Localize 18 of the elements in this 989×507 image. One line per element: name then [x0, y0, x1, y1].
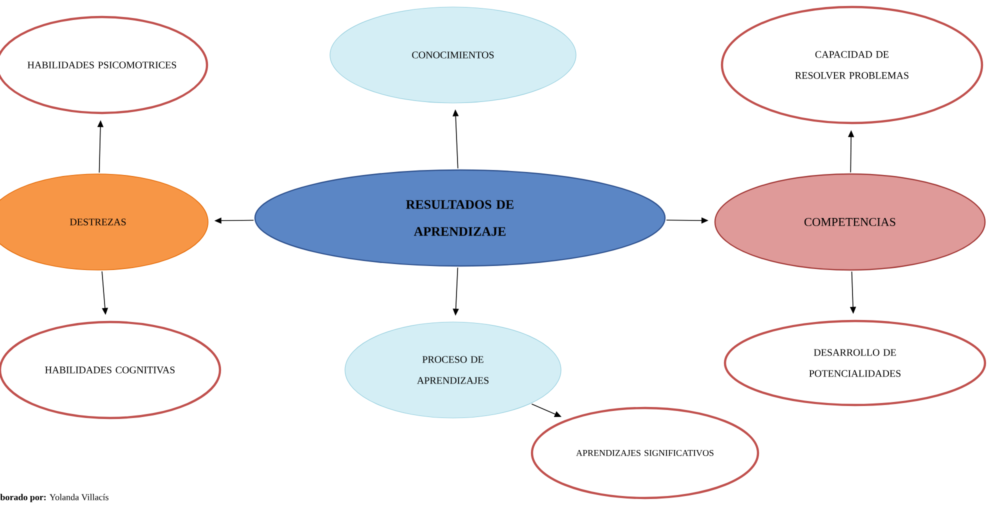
ellipse-node	[330, 6, 576, 104]
node-label: PROCESO DE APRENDIZAJES	[416, 356, 488, 384]
ellipse-node	[720, 6, 984, 124]
node-label: RESULTADOS DE APRENDIZAJE	[406, 200, 514, 236]
caption: borado por: Yolanda Villacís	[0, 494, 108, 502]
ellipse-node	[344, 322, 562, 418]
node-label: COMPETENCIAS	[804, 218, 896, 226]
ellipse-node	[254, 169, 666, 267]
ellipse-node	[530, 406, 760, 500]
ellipse-node	[724, 320, 986, 406]
node-label: DESARROLLO DE POTENCIALIDADES	[809, 349, 900, 377]
node-label: HABILIDADES PSICOMOTRICES	[28, 62, 176, 68]
node-label: CONOCIMIENTOS	[412, 52, 494, 58]
node-label: HABILIDADES COGNITIVAS	[45, 366, 175, 374]
node-label: CAPACIDAD DE RESOLVER PROBLEMAS	[795, 51, 908, 79]
node-label: DESTREZAS	[70, 218, 126, 226]
ellipse-node	[714, 173, 986, 271]
node-label: APRENDIZAJES SIGNIFICATIVOS	[576, 450, 714, 456]
